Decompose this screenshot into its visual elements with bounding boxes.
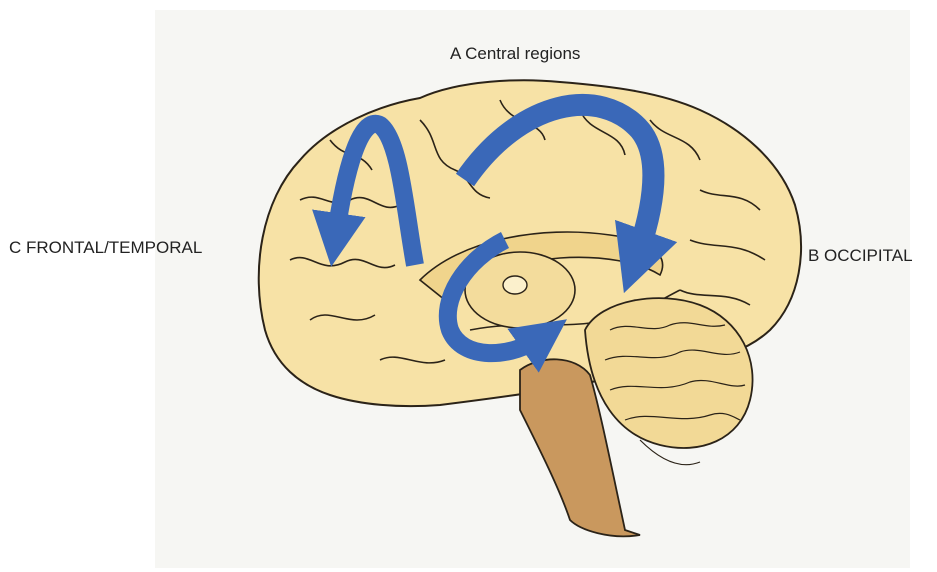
thalamus-detail [503,276,527,294]
cerebellum [585,298,753,448]
label-frontal-temporal: C FRONTAL/TEMPORAL [9,238,202,258]
label-central-regions: A Central regions [450,44,580,64]
label-occipital: B OCCIPITAL [808,246,913,266]
